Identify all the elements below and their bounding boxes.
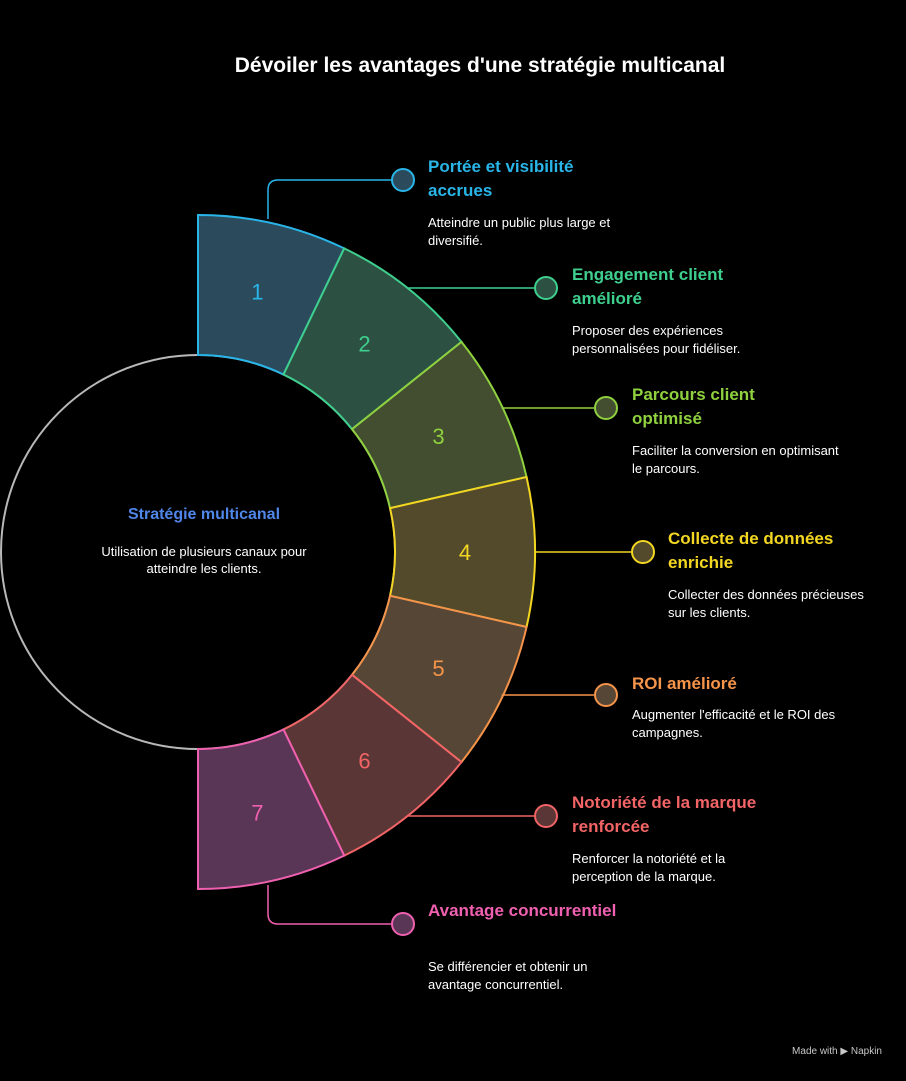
connector-line-7 — [267, 885, 391, 925]
made-with-napkin-footer: Made with ▶ Napkin — [792, 1046, 882, 1057]
item-description-1: Atteindre un public plus large et divers… — [428, 215, 611, 248]
segment-number-4: 4 — [459, 540, 471, 565]
segment-number-7: 7 — [251, 800, 263, 825]
segment-number-5: 5 — [432, 656, 444, 681]
item-description-2: Proposer des expériences personnalisées … — [572, 323, 741, 356]
item-title-7: Avantage concurrentiel — [428, 901, 617, 920]
connector-dot-7 — [391, 912, 415, 936]
center-title: Stratégie multicanal — [127, 506, 281, 523]
connector-dot-6 — [534, 804, 558, 828]
segment-number-2: 2 — [358, 331, 370, 356]
item-description-4: Collecter des données précieuses sur les… — [668, 587, 864, 620]
item-description-6: Renforcer la notoriété et la perception … — [572, 851, 726, 884]
page-title: Dévoiler les avantages d'une stratégie m… — [234, 54, 726, 77]
connector-dot-5 — [594, 683, 618, 707]
item-description-7: Se différencier et obtenir un avantage c… — [428, 959, 588, 992]
connector-dot-2 — [534, 276, 558, 300]
segment-7 — [197, 728, 346, 891]
connector-line-1 — [267, 179, 391, 219]
item-title-2: Engagement client amélioré — [572, 265, 724, 308]
item-title-6: Notoriété de la marque renforcée — [572, 793, 757, 836]
connector-dot-1 — [391, 168, 415, 192]
segment-number-6: 6 — [358, 749, 370, 774]
segment-number-1: 1 — [251, 280, 263, 305]
item-title-5: ROI amélioré — [632, 674, 737, 693]
connector-dot-4 — [631, 540, 655, 564]
item-title-4: Collecte de données enrichie — [668, 529, 834, 572]
item-title-1: Portée et visibilité accrues — [428, 157, 574, 200]
segment-number-3: 3 — [432, 424, 444, 449]
item-title-3: Parcours client optimisé — [632, 385, 755, 428]
connector-dot-3 — [594, 396, 618, 420]
item-description-5: Augmenter l'efficacité et le ROI des cam… — [632, 707, 836, 740]
center-description: Utilisation de plusieurs canaux pour att… — [101, 544, 307, 576]
item-description-3: Faciliter la conversion en optimisant le… — [632, 443, 839, 476]
